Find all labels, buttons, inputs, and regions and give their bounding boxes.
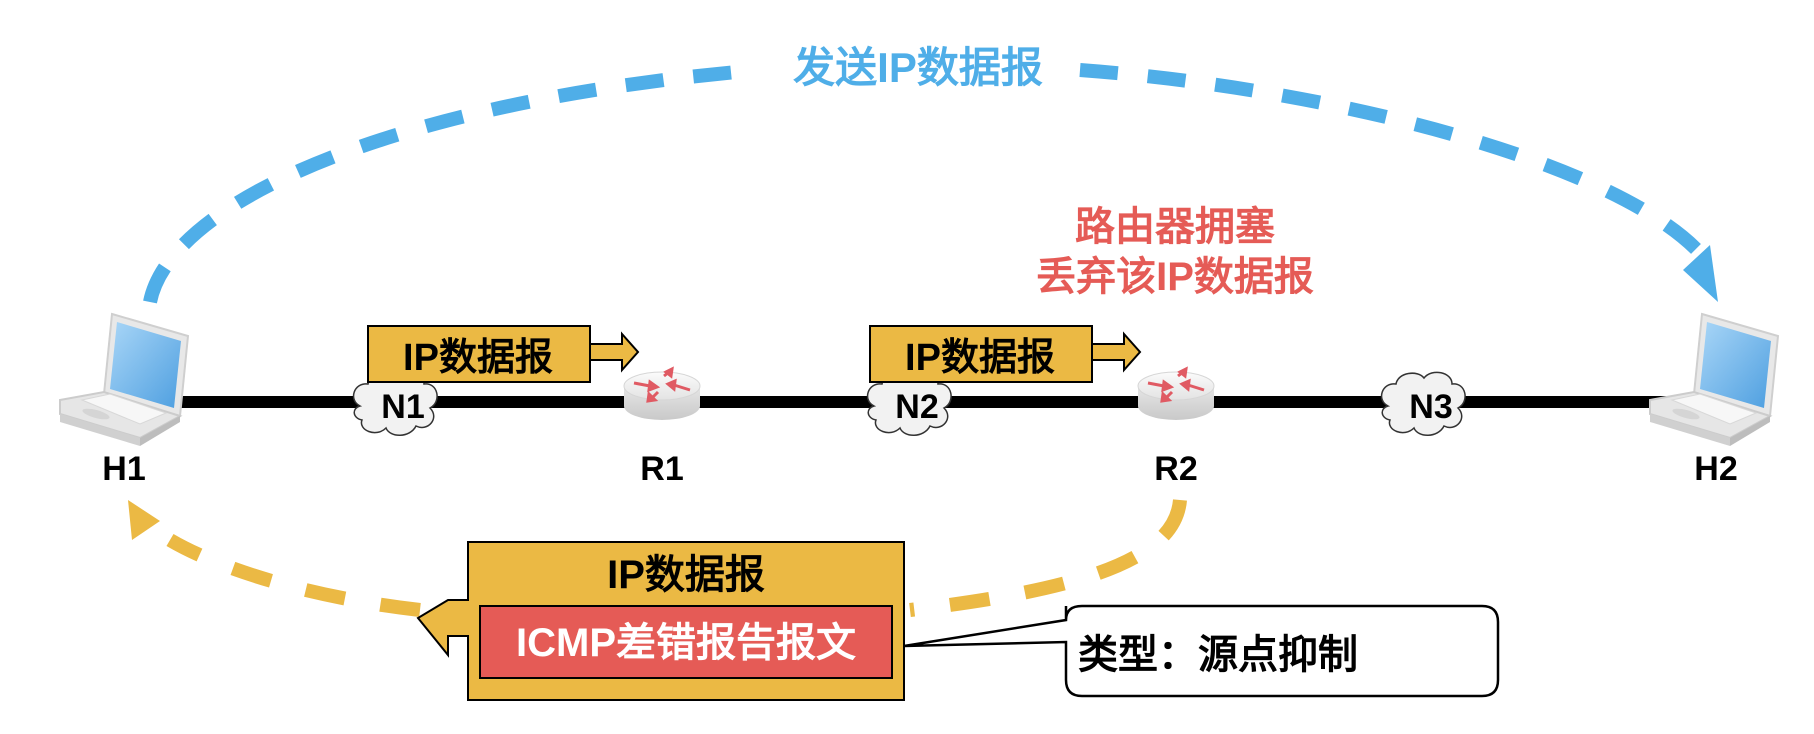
return-packet-outer-label: IP数据报	[607, 553, 765, 597]
callout-text: 类型：源点抑制	[1078, 633, 1358, 677]
router-r1-icon[interactable]	[622, 367, 702, 422]
router-r2-icon[interactable]	[1136, 367, 1216, 422]
packet-2-arrow-icon	[1091, 331, 1142, 373]
network-n3-cloud-icon	[1380, 371, 1466, 436]
congestion-note-line1: 路由器拥塞	[1075, 205, 1275, 249]
label-h2: H2	[1694, 450, 1737, 488]
label-n2: N2	[895, 388, 938, 426]
icmp-message-label: ICMP差错报告报文	[516, 621, 856, 665]
congestion-note-line2: 丢弃该IP数据报	[1036, 255, 1314, 299]
label-h1: H1	[102, 450, 145, 488]
type-callout: 类型：源点抑制	[903, 604, 1500, 698]
send-title: 发送IP数据报	[793, 44, 1043, 91]
packet-2: IP数据报	[869, 325, 1142, 383]
icmp-message-box	[479, 605, 893, 679]
host-h2-icon[interactable]	[1649, 313, 1779, 447]
host-h1-icon[interactable]	[59, 313, 189, 447]
send-path-arrow	[143, 63, 1716, 304]
label-n1: N1	[381, 388, 424, 426]
icmp-return-packet: IP数据报 ICMP差错报告报文	[416, 541, 905, 701]
label-r2: R2	[1154, 450, 1197, 488]
send-arrowhead-icon	[1683, 245, 1718, 302]
label-n3: N3	[1409, 388, 1452, 426]
packet-1: IP数据报	[367, 325, 640, 383]
return-path-arrow	[166, 499, 1187, 617]
return-arrowhead-icon	[128, 500, 160, 540]
label-r1: R1	[640, 450, 683, 488]
packet-1-arrow-icon	[589, 331, 640, 373]
packet-2-label: IP数据报	[905, 337, 1055, 379]
packet-1-label: IP数据报	[403, 337, 553, 379]
